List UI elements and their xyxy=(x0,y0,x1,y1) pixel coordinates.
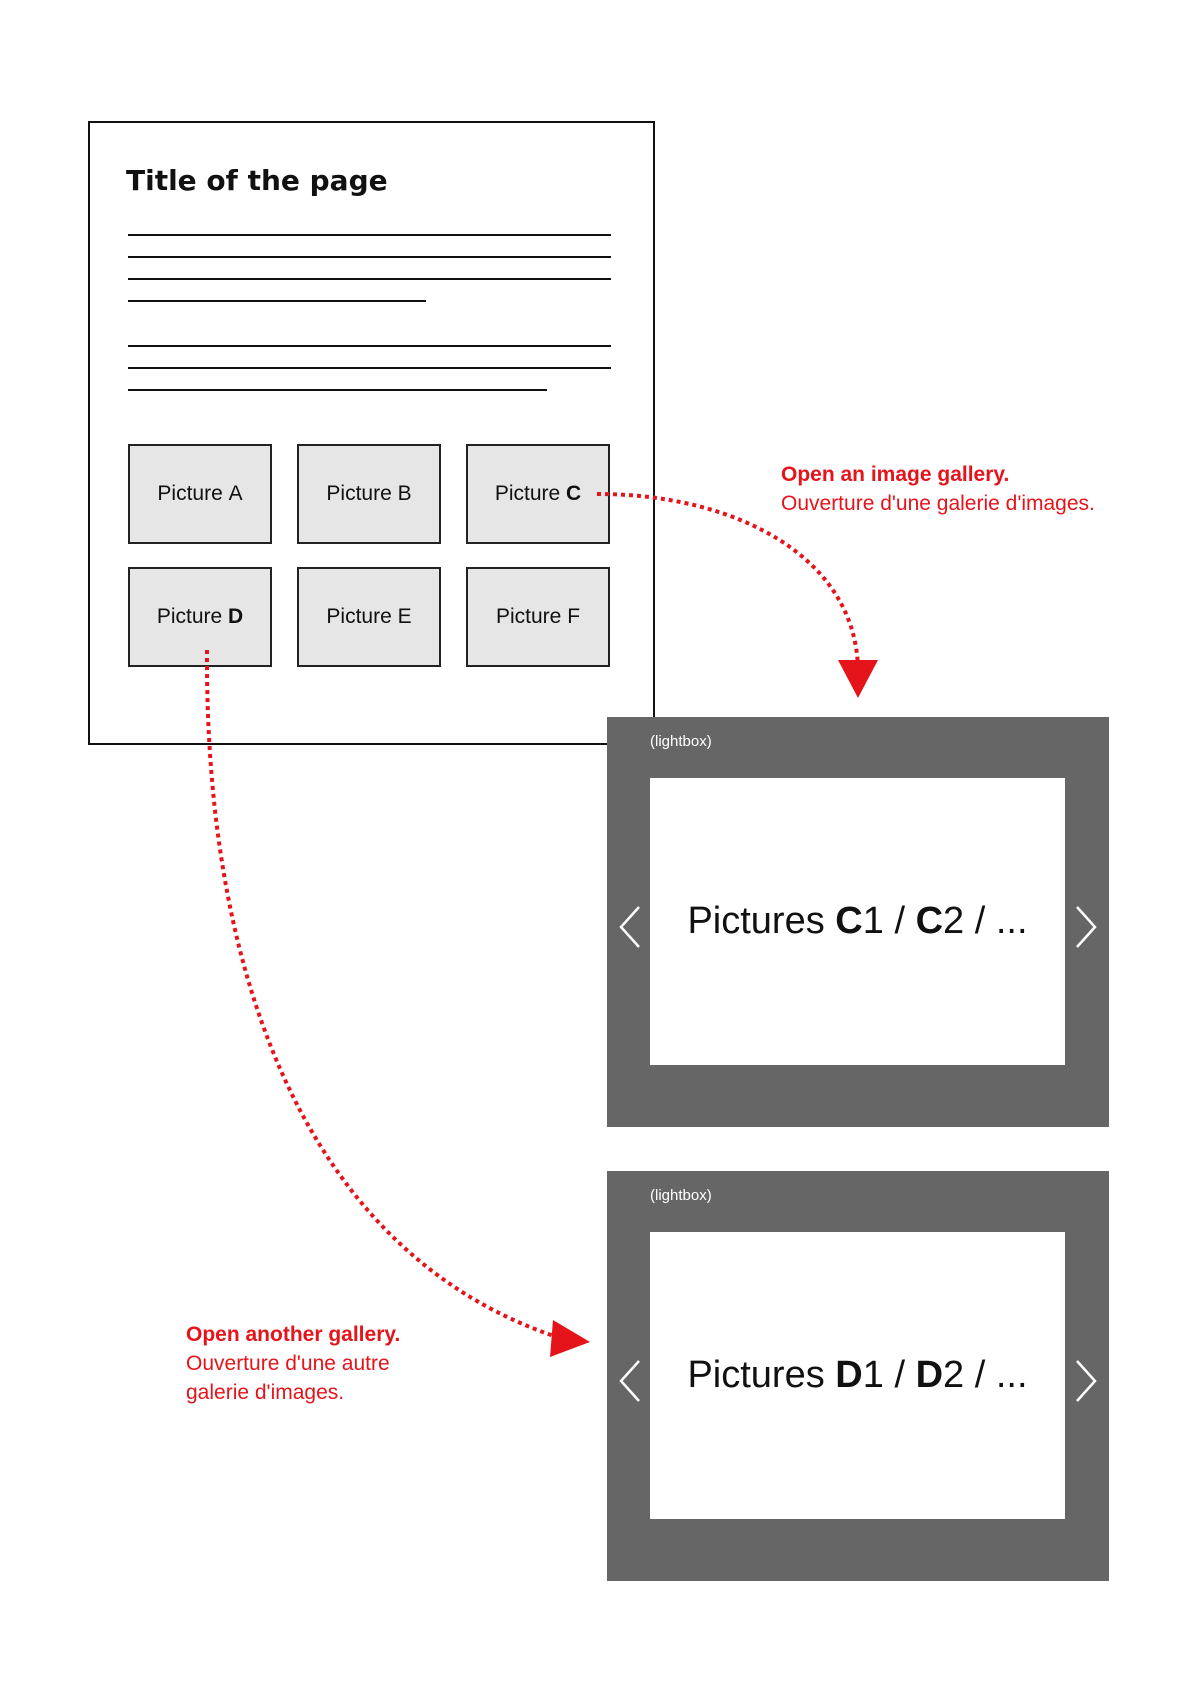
picture-e-thumbnail[interactable]: Picture E xyxy=(297,567,441,667)
picture-b-thumbnail[interactable]: Picture B xyxy=(297,444,441,544)
picture-a-thumbnail[interactable]: Picture A xyxy=(128,444,272,544)
thumbnail-letter: C xyxy=(566,482,582,505)
next-arrow-icon[interactable] xyxy=(1071,1357,1101,1405)
lightbox-tag: (lightbox) xyxy=(650,733,712,750)
thumbnail-label: Picture xyxy=(326,482,392,505)
page-title: Title of the page xyxy=(126,164,388,197)
thumbnail-label: Picture xyxy=(494,482,561,505)
text-placeholder-line xyxy=(128,278,611,280)
thumbnail-letter: F xyxy=(567,605,581,628)
connector-d-to-lightbox xyxy=(204,649,561,1340)
lightbox-caption-separator: / xyxy=(894,900,906,942)
text-placeholder-line xyxy=(128,367,611,369)
thumbnail-letter: E xyxy=(397,605,412,628)
lightbox-tag: (lightbox) xyxy=(650,1187,712,1204)
thumbnail-label: Picture xyxy=(157,482,223,505)
picture-d-thumbnail[interactable]: Picture D xyxy=(128,567,272,667)
annotation-open-gallery: Open an image gallery. Ouverture d'une g… xyxy=(781,460,1095,518)
lightbox-caption-word: Pictures xyxy=(687,900,825,942)
thumbnail-letter: D xyxy=(228,605,244,628)
picture-f-thumbnail[interactable]: Picture F xyxy=(466,567,610,667)
thumbnail-letter: A xyxy=(228,482,243,505)
connector-c-to-lightbox xyxy=(596,492,860,673)
annotation-open-another-gallery: Open another gallery. Ouverture d'une au… xyxy=(186,1320,400,1407)
lightbox-caption-first-number: 1 xyxy=(862,900,884,942)
text-placeholder-line xyxy=(128,300,426,302)
annotation-subtitle-line-1: Ouverture d'une autre xyxy=(186,1352,390,1375)
arrowhead-icon xyxy=(550,1320,590,1357)
annotation-subtitle-line-2: galerie d'images. xyxy=(186,1381,345,1404)
text-placeholder-line xyxy=(128,256,611,258)
lightbox-caption-tail: / ... xyxy=(974,1354,1028,1396)
arrowhead-icon xyxy=(838,660,878,698)
lightbox-caption-second-number: 2 xyxy=(943,1354,965,1396)
lightbox-caption-first-letter: D xyxy=(835,1354,863,1396)
lightbox-caption-word: Pictures xyxy=(687,1354,825,1396)
annotation-title: Open an image gallery. xyxy=(781,463,1010,486)
lightbox-caption-second-letter: D xyxy=(915,1354,944,1396)
annotation-subtitle: Ouverture d'une galerie d'images. xyxy=(781,492,1095,515)
text-placeholder-line xyxy=(128,234,611,236)
text-placeholder-line xyxy=(128,389,547,391)
annotation-title: Open another gallery. xyxy=(186,1323,401,1346)
lightbox-caption-first-letter: C xyxy=(835,900,863,942)
thumbnail-label: Picture xyxy=(326,605,392,628)
thumbnail-label: Picture xyxy=(156,605,223,628)
thumbnail-label: Picture xyxy=(495,605,562,628)
lightbox-caption-tail: / ... xyxy=(974,900,1028,942)
text-placeholder-line xyxy=(128,345,611,347)
previous-arrow-icon[interactable] xyxy=(615,903,645,951)
lightbox-caption-second-letter: C xyxy=(915,900,944,942)
previous-arrow-icon[interactable] xyxy=(615,1357,645,1405)
lightbox-caption-separator: / xyxy=(894,1354,906,1396)
thumbnail-letter: B xyxy=(397,482,412,505)
lightbox-caption-second-number: 2 xyxy=(943,900,965,942)
lightbox-caption-first-number: 1 xyxy=(862,1354,884,1396)
next-arrow-icon[interactable] xyxy=(1071,903,1101,951)
picture-c-thumbnail[interactable]: Picture C xyxy=(466,444,610,544)
